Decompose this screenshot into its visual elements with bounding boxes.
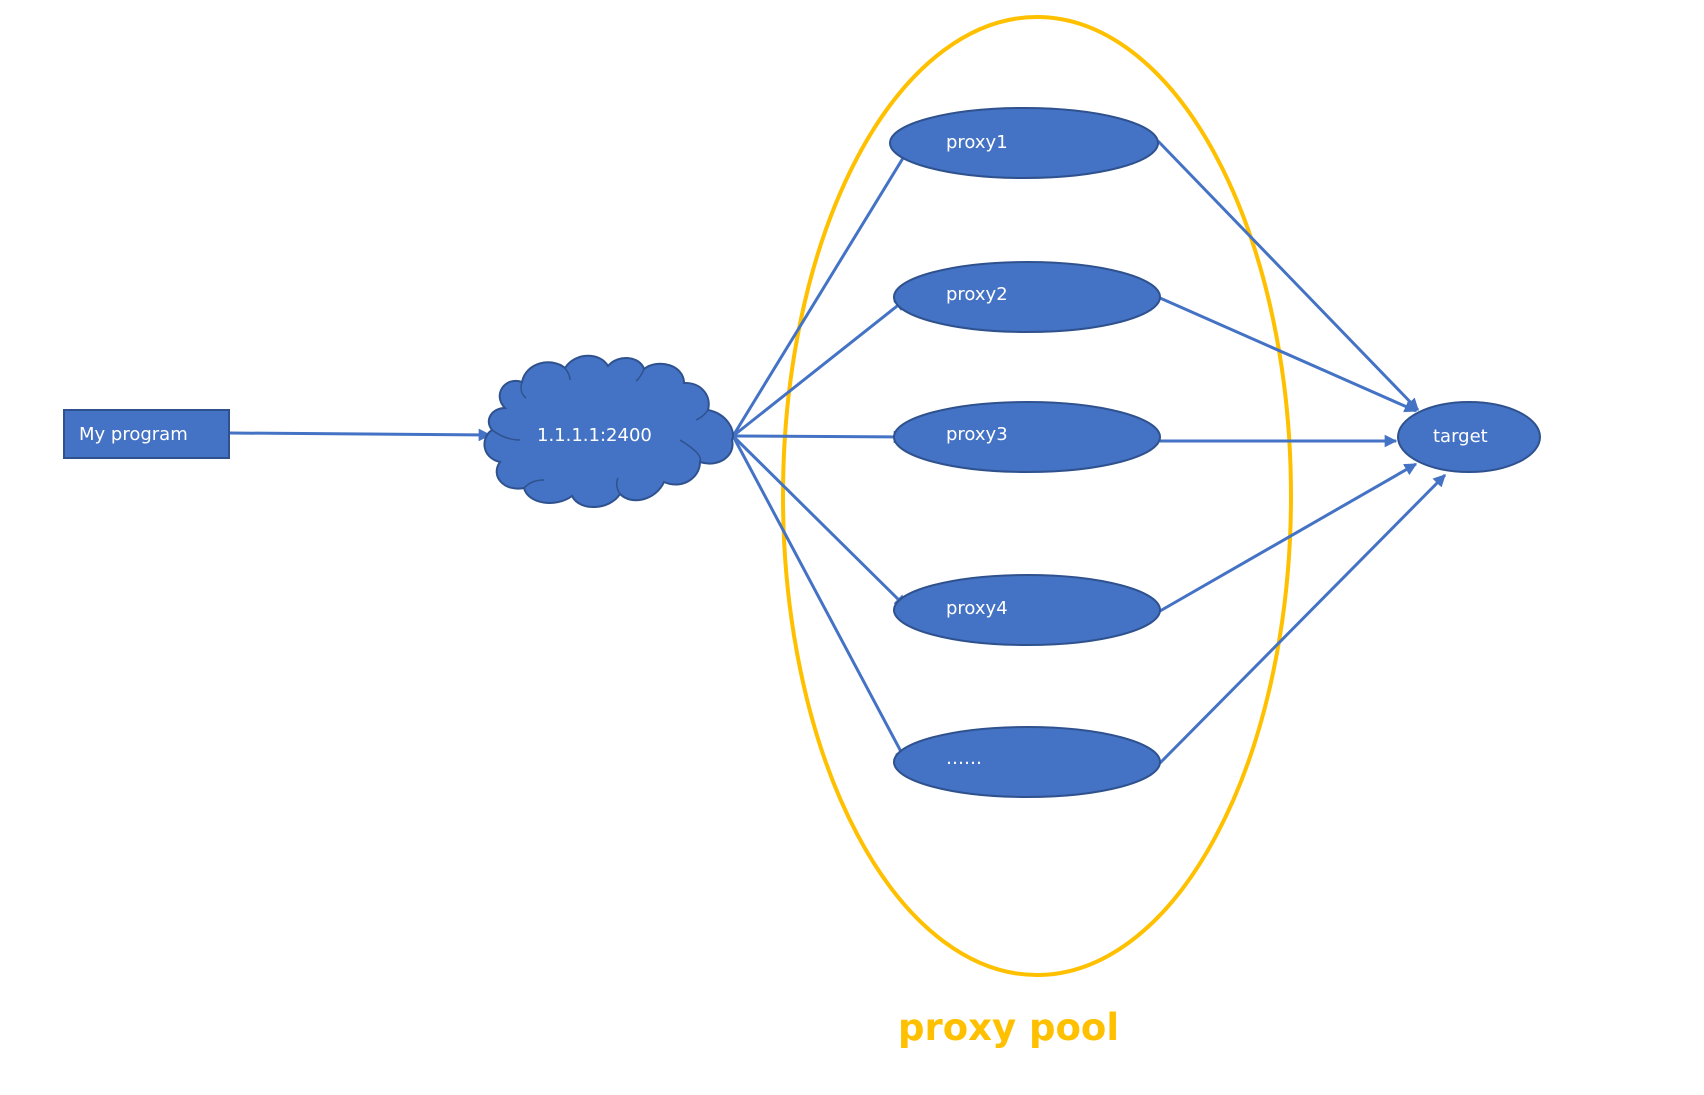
cloud-detail-line: [615, 477, 621, 495]
proxy-label: proxy4: [946, 598, 1008, 619]
target-label: target: [1433, 426, 1488, 447]
node-my-program: My program: [63, 409, 230, 459]
proxy-ellipse: [893, 726, 1161, 798]
node-proxy2: proxy2: [893, 261, 1161, 333]
edges: [229, 139, 1447, 765]
gateway-label: 1.1.1.1:2400: [537, 425, 652, 446]
target-ellipse: [1397, 401, 1541, 473]
node-proxy3: proxy3: [893, 401, 1161, 473]
proxy-ellipse: [889, 107, 1159, 179]
node-target: target: [1397, 401, 1541, 473]
node-gateway-cloud: 1.1.1.1:2400: [483, 354, 734, 509]
edge-gateway-to-proxy4: [731, 434, 908, 609]
proxy-label: proxy3: [946, 424, 1008, 445]
proxy-pool-outline: [781, 15, 1293, 977]
proxy-pool-label: proxy pool: [898, 1006, 1119, 1049]
proxy-label: proxy2: [946, 284, 1008, 305]
node-proxy4: proxy4: [893, 574, 1161, 646]
edge-gateway-to-proxy3: [732, 430, 907, 444]
cloud-detail-line: [520, 381, 527, 399]
node-proxy1: proxy1: [889, 107, 1159, 179]
cloud-icon: [483, 354, 734, 509]
edge-program-to-gateway: [229, 428, 492, 442]
program-box: [63, 409, 230, 459]
proxy-ellipse: [893, 574, 1161, 646]
edge-proxy1-to-target: [1156, 139, 1420, 412]
cloud-detail-line: [564, 367, 571, 381]
edge-proxy-more-to-target: [1158, 473, 1447, 765]
node-proxy-more: ……: [893, 726, 1161, 798]
proxy-ellipse: [893, 261, 1161, 333]
cloud-detail-line: [491, 429, 521, 441]
cloud-detail-line: [635, 368, 645, 382]
cloud-detail-line: [679, 439, 702, 463]
cloud-detail-line: [523, 479, 545, 489]
edge-gateway-to-proxy2: [732, 297, 907, 438]
program-label: My program: [79, 424, 188, 445]
proxy-label: proxy1: [946, 132, 1008, 153]
edge-gateway-to-proxy1: [731, 143, 913, 437]
edge-gateway-to-proxy-more: [731, 435, 908, 763]
edge-proxy2-to-target: [1159, 296, 1418, 413]
proxy-ellipse: [893, 401, 1161, 473]
proxy-label: ……: [946, 748, 982, 769]
edge-proxy4-to-target: [1159, 462, 1418, 613]
cloud-detail-line: [695, 409, 709, 421]
